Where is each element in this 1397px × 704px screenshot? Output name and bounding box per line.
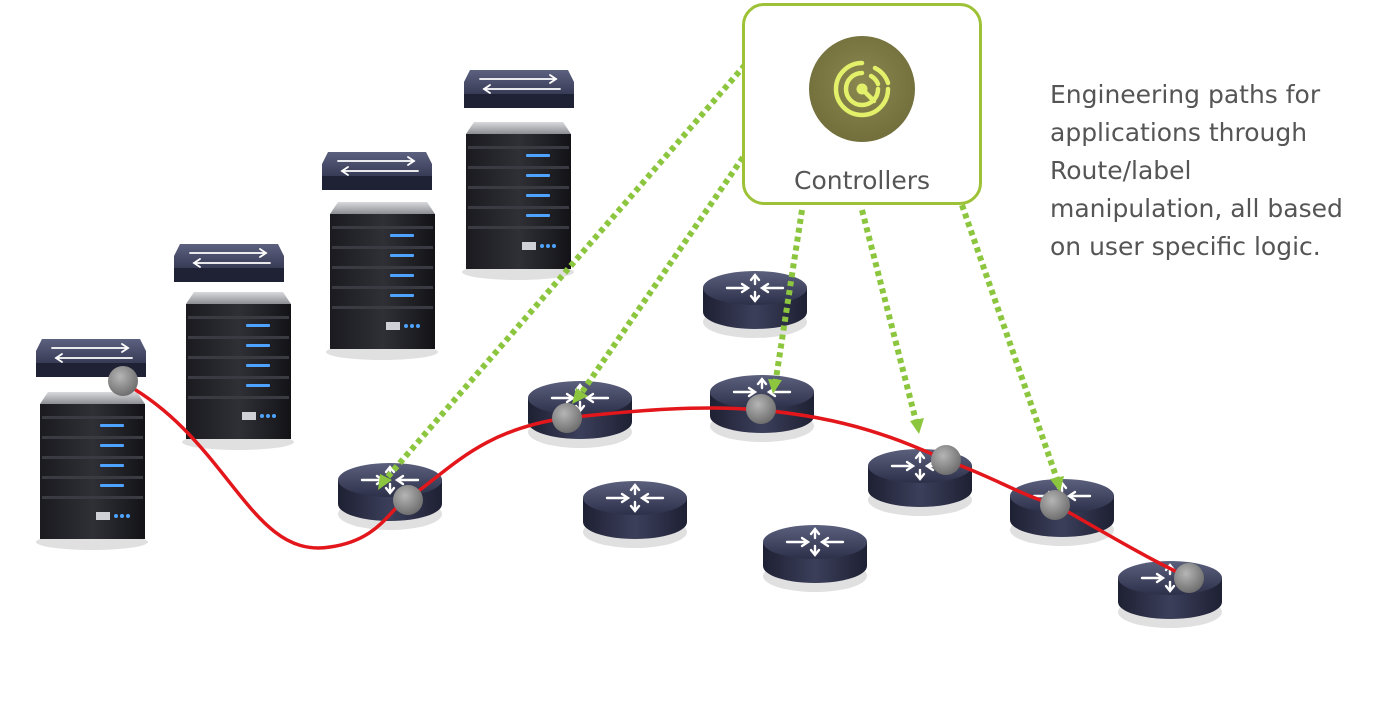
engineered-path [121,380,1191,580]
path-node-icon [552,403,582,433]
controller-icon [809,36,915,142]
path-node-icon [1174,563,1204,593]
caption-line: on user specific logic. [1050,232,1321,261]
router-icon [701,269,809,340]
server-icon [182,292,294,450]
server-icon [326,202,438,360]
controller-label: Controllers [794,166,930,195]
path-node-icon [1040,490,1070,520]
path-node-icon [746,394,776,424]
controller-box: Controllers [742,3,982,205]
switch-icon [173,243,285,283]
caption-text: Engineering paths for applications throu… [1050,76,1395,266]
router-icon [761,523,869,594]
server-icon [462,122,574,280]
router-icon [581,479,689,550]
caption-line: Route/label [1050,156,1192,185]
path-node-icon [108,366,138,396]
server-icon [36,392,148,550]
caption-line: applications through [1050,118,1308,147]
control-links [382,63,1061,483]
caption-line: Engineering paths for [1050,80,1321,109]
router-icon [1116,559,1224,630]
switch-icon [463,69,575,109]
control-link-arrowheads [378,379,1064,492]
path-node-icon [393,485,423,515]
path-node-icon [931,445,961,475]
caption-line: manipulation, all based [1050,194,1343,223]
switch-icon [321,151,433,191]
